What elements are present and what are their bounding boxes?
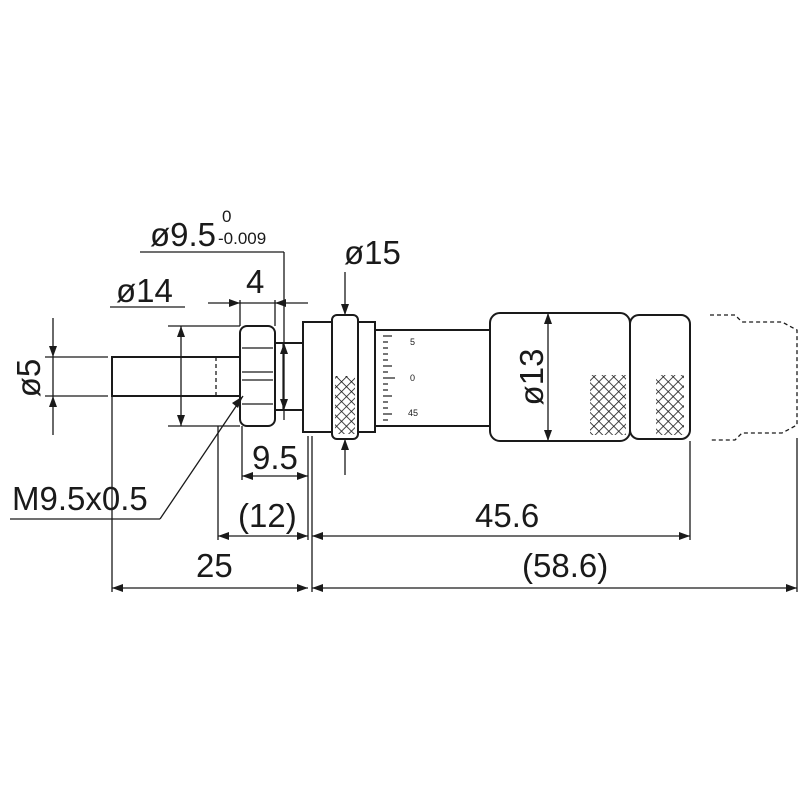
sleeve-scale: 5 0 45 [383,335,418,421]
phantom-outline [710,314,798,441]
knurl-ring [335,376,355,434]
ratchet-knurl [656,375,684,435]
dim-nut-width: 4 [246,263,264,300]
dim-thimble-diameter: ø13 [513,349,550,406]
dim-stem-length: 9.5 [252,439,298,476]
dim-spindle-length: 25 [196,547,233,584]
dim-ring-diameter: ø15 [344,234,401,271]
scale-mark-5: 5 [410,337,415,347]
dim-total-length-ref: (58.6) [522,547,608,584]
scale-mark-0: 0 [410,373,415,383]
dim-stem-tol-upper: 0 [222,207,231,226]
scale-mark-45: 45 [408,408,418,418]
dim-clamp-diameter: ø14 [116,272,173,309]
dim-stem-tol-lower: -0.009 [218,229,266,248]
spindle [111,356,241,397]
dim-body-length: 45.6 [475,497,539,534]
dim-thread-spec: M9.5x0.5 [12,480,148,517]
clamp-nut [239,325,276,427]
dim-stem-length-ref: (12) [238,497,297,534]
dim-spindle-diameter: ø5 [10,359,47,398]
stem [274,342,304,411]
thimble-knurl [590,375,626,435]
dim-stem-diameter: ø9.5 [150,216,216,253]
